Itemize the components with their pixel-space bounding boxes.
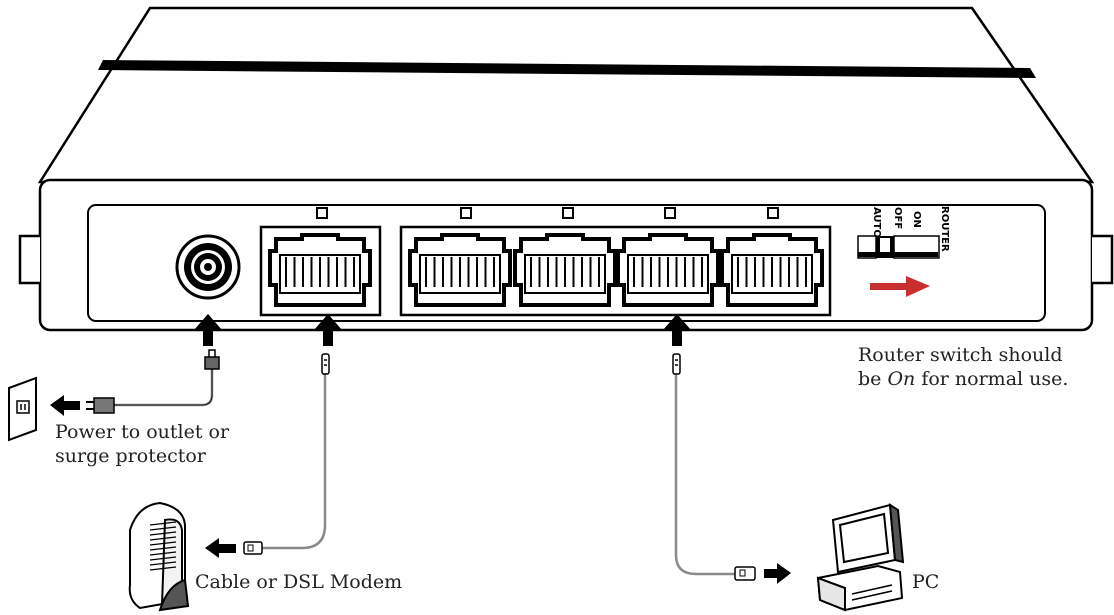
- power-label-line2: surge protector: [55, 445, 206, 467]
- cables: [113, 366, 737, 576]
- router-switch-note: Router switch should be On for normal us…: [858, 343, 1068, 391]
- wall-outlet-icon: [8, 376, 37, 442]
- wan-cable-plug: [321, 353, 330, 375]
- power-label-line1: Power to outlet or: [55, 421, 230, 443]
- switch-direction-arrow-icon: [870, 276, 930, 297]
- power-label: Power to outlet or surge protector: [55, 420, 229, 468]
- up-arrows: [194, 314, 691, 346]
- router-note-emphasis: On: [887, 368, 916, 390]
- pc-cable-plug-icon: [734, 563, 791, 584]
- router-switch: AUTO OFF ON ROUTER: [857, 206, 950, 259]
- power-plug-icon: [50, 395, 115, 416]
- pc-label: PC: [912, 571, 940, 593]
- router-note-line2: be On for normal use.: [858, 367, 1068, 391]
- wan-port-jack-icon: [268, 233, 372, 307]
- router-note-post: for normal use.: [915, 368, 1069, 390]
- router-note-line1: Router switch should: [858, 344, 1063, 366]
- ethernet-ports: [268, 233, 824, 307]
- power-plug-head: [204, 349, 220, 370]
- lan-port-4-icon: [720, 233, 824, 307]
- lan-port-3-icon: [616, 233, 720, 307]
- cable-outline: [113, 366, 213, 406]
- lan-cable-plug: [672, 353, 681, 375]
- switch-label-off: OFF: [892, 207, 903, 229]
- lan-leds: [460, 207, 779, 219]
- modem-label: Cable or DSL Modem: [195, 571, 403, 593]
- power-jack-icon: [175, 234, 241, 300]
- lan-port-2-icon: [513, 233, 617, 307]
- switch-label-auto: AUTO: [871, 207, 882, 238]
- lan-port-1-icon: [408, 233, 512, 307]
- pc-icon: [816, 503, 905, 612]
- switch-label-on: ON: [911, 211, 922, 228]
- switch-label-router: ROUTER: [939, 206, 950, 252]
- modem-cable-plug-icon: [205, 538, 263, 558]
- router-note-pre: be: [858, 368, 888, 390]
- modem-icon: [128, 501, 190, 612]
